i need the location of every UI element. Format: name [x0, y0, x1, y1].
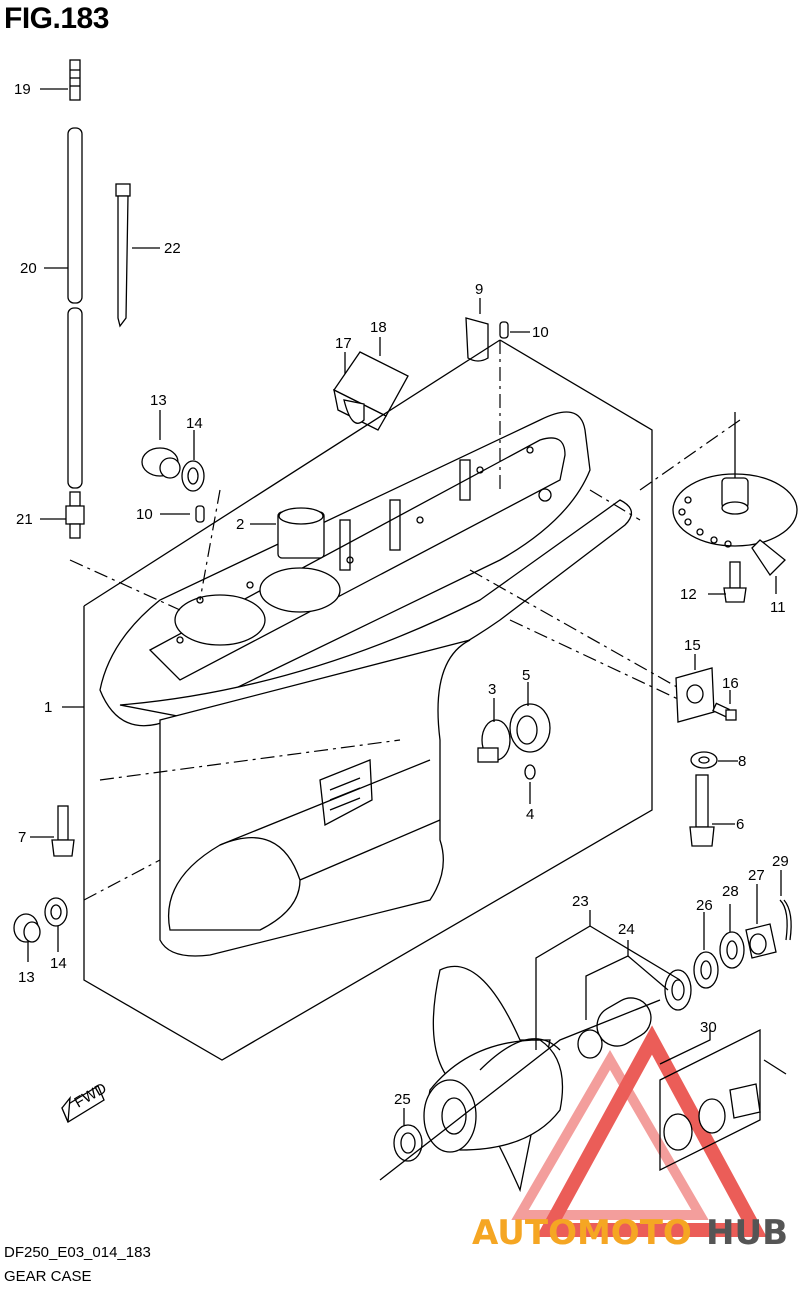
callout-3: 3 [488, 681, 496, 698]
part-29-pin [779, 899, 792, 941]
part-3-fitting [477, 719, 511, 763]
callout-13-upper: 13 [150, 392, 167, 409]
callout-26: 26 [696, 897, 713, 914]
callout-23: 23 [572, 893, 589, 910]
callout-5: 5 [522, 667, 530, 684]
part-15-plate [675, 667, 715, 723]
callout-10-left: 10 [136, 506, 153, 523]
part-25-spacer [393, 1124, 423, 1162]
watermark-part2: HUB [706, 1213, 788, 1253]
watermark-part1: AUTOMOTO [472, 1213, 692, 1253]
part-21-fitting [65, 491, 85, 539]
figure-title: FIG.183 [4, 2, 109, 35]
callout-labels: 19 20 21 22 18 17 9 10 13 14 10 2 1 12 1… [14, 81, 789, 1108]
part-13-plug-upper [141, 447, 181, 479]
part-30-kit-box [659, 1028, 787, 1172]
callout-21: 21 [16, 511, 33, 528]
callout-13-lower: 13 [18, 969, 35, 986]
assembly-frame-lines [69, 339, 741, 1061]
part-16-screw [712, 702, 737, 721]
part-12-bolt [723, 561, 747, 603]
callout-20: 20 [20, 260, 37, 277]
part-27-nut [745, 923, 777, 959]
part-6-bolt [689, 774, 715, 847]
callout-29: 29 [772, 853, 789, 870]
leader-lines [27, 88, 782, 1181]
figure-name: GEAR CASE [4, 1268, 92, 1285]
callout-1: 1 [44, 699, 52, 716]
callout-14-upper: 14 [186, 415, 203, 432]
part-22-rod [115, 183, 131, 328]
part-17-18-bracket [333, 351, 409, 431]
part-13-plug-lower [13, 913, 41, 943]
callout-14-lower: 14 [50, 955, 67, 972]
callout-24: 24 [618, 921, 635, 938]
callout-4: 4 [526, 806, 534, 823]
part-4-oring [524, 764, 536, 780]
watermark-text: AUTOMOTO HUB [472, 1213, 788, 1253]
part-9-shim [465, 317, 489, 362]
callout-9: 9 [475, 281, 483, 298]
callout-25: 25 [394, 1091, 411, 1108]
part-1-gear-case [99, 411, 632, 957]
callout-19: 19 [14, 81, 31, 98]
callout-11: 11 [770, 599, 786, 616]
part-19-stud [69, 59, 81, 101]
part-28-washer [719, 931, 745, 969]
callout-12: 12 [680, 586, 697, 603]
fwd-arrow: FWD [61, 1080, 110, 1123]
watermark-logo [511, 1025, 767, 1237]
part-20-drive-shaft [67, 127, 83, 489]
callout-8: 8 [738, 753, 746, 770]
callout-6: 6 [736, 816, 744, 833]
part-24-spacer [577, 997, 652, 1059]
callout-22: 22 [164, 240, 181, 257]
part-14-washer-lower [44, 897, 68, 927]
callout-15: 15 [684, 637, 701, 654]
figure-code: DF250_E03_014_183 [4, 1244, 151, 1261]
part-8-washer [690, 751, 718, 769]
callout-10-top: 10 [532, 324, 549, 341]
callout-28: 28 [722, 883, 739, 900]
callout-2: 2 [236, 516, 244, 533]
callout-17: 17 [335, 335, 352, 352]
part-washer-extra [664, 969, 692, 1011]
part-7-bolt [51, 805, 75, 857]
part-5-seal [509, 703, 551, 753]
part-11-trim-tab [672, 473, 798, 577]
callout-16: 16 [722, 675, 739, 692]
part-23-propeller [423, 965, 564, 1193]
part-10-pin-top [499, 321, 509, 339]
part-10-pin-left [195, 505, 205, 523]
callout-30: 30 [700, 1019, 717, 1036]
callout-18: 18 [370, 319, 387, 336]
callout-7: 7 [18, 829, 26, 846]
callout-27: 27 [748, 867, 765, 884]
part-14-washer-upper [181, 460, 205, 492]
part-26-washer [693, 951, 719, 989]
